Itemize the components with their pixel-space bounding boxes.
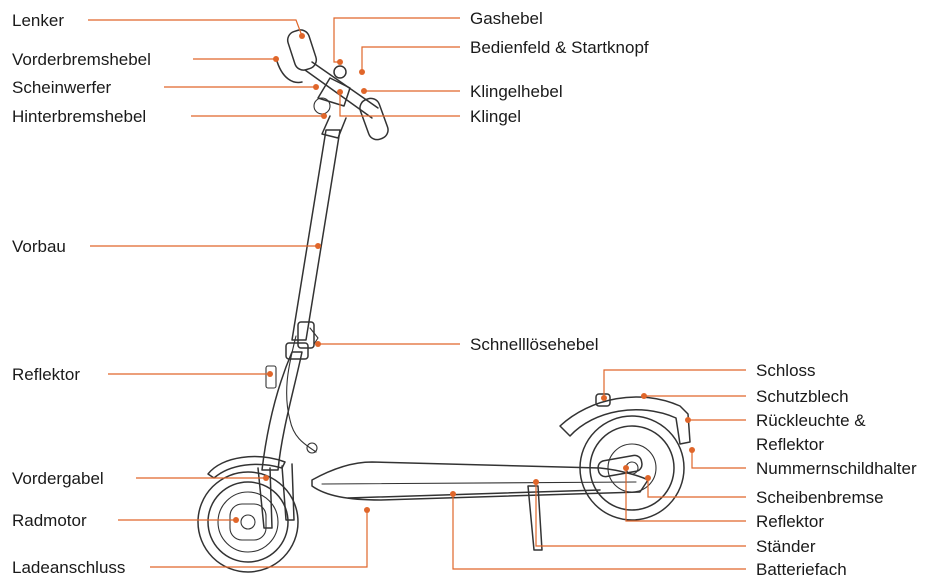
- leader-dot-batteriefach: [450, 491, 456, 497]
- leader-dot-radmotor: [233, 517, 239, 523]
- leader-reflektor-rear: [625, 468, 746, 522]
- leader-dot-scheinwerfer: [313, 84, 319, 90]
- label-staender: Ständer: [756, 537, 816, 556]
- leader-dot-vordergabel: [263, 475, 269, 481]
- label-klingelhebel: Klingelhebel: [470, 82, 563, 101]
- leader-dot-staender: [533, 479, 539, 485]
- leader-klingel: [339, 92, 460, 117]
- leader-dot-nummernschildhalter: [689, 447, 695, 453]
- leader-bedienfeld: [361, 46, 460, 72]
- label-gashebel: Gashebel: [470, 9, 543, 28]
- leader-staender: [535, 482, 746, 547]
- leader-lines-right: [315, 17, 746, 570]
- leader-dot-rueckleuchte: [685, 417, 691, 423]
- label-reflektor-rear: Reflektor: [756, 512, 824, 531]
- leader-lenker: [88, 19, 303, 37]
- label-reflektor-front: Reflektor: [12, 365, 80, 384]
- head-tube: [261, 351, 303, 471]
- label-scheinwerfer: Scheinwerfer: [12, 78, 112, 97]
- leader-ladeanschluss: [150, 510, 368, 568]
- label-vorderbremshebel: Vorderbremshebel: [12, 50, 151, 69]
- rear-fender-drawing: [559, 396, 691, 445]
- leader-dot-schnellloesehebel: [315, 341, 321, 347]
- front-fender: [207, 455, 286, 479]
- front-fork-drawing: [257, 463, 295, 529]
- label-ladeanschluss: Ladeanschluss: [12, 558, 125, 577]
- scooter-illustration: [197, 29, 691, 573]
- label-schnellloesehebel: Schnelllösehebel: [470, 335, 599, 354]
- leader-dot-schloss: [601, 395, 607, 401]
- leader-dot-reflektor-front: [267, 371, 273, 377]
- label-lenker: Lenker: [12, 11, 64, 30]
- label-rueckleuchte-line1: Rückleuchte &: [756, 411, 866, 430]
- leader-dot-bedienfeld: [359, 69, 365, 75]
- rear-wheel: [579, 415, 685, 521]
- stem-drawing: [291, 129, 341, 341]
- leader-batteriefach: [452, 494, 746, 570]
- leader-dot-vorderbremshebel: [273, 56, 279, 62]
- label-hinterbremshebel: Hinterbremshebel: [12, 107, 146, 126]
- leader-dot-schutzblech: [641, 393, 647, 399]
- label-radmotor: Radmotor: [12, 511, 87, 530]
- leader-dot-klingelhebel: [361, 88, 367, 94]
- labels-right: Gashebel Bedienfeld & Startknopf Klingel…: [470, 9, 917, 579]
- labels-left: Lenker Vorderbremshebel Scheinwerfer Hin…: [12, 11, 151, 577]
- leader-dot-ladeanschluss: [364, 507, 370, 513]
- leader-dot-scheibenbremse: [645, 475, 651, 481]
- front-wheel: [197, 471, 299, 573]
- kickstand-drawing: [527, 485, 543, 551]
- handlebar-drawing: [275, 29, 389, 141]
- label-schutzblech: Schutzblech: [756, 387, 849, 406]
- leader-lines-left: [88, 19, 370, 568]
- leader-gashebel: [333, 17, 460, 63]
- leader-dot-lenker: [299, 33, 305, 39]
- leader-dot-reflektor-rear: [623, 465, 629, 471]
- label-schloss: Schloss: [756, 361, 816, 380]
- label-vordergabel: Vordergabel: [12, 469, 104, 488]
- deck-drawing: [311, 461, 649, 501]
- leader-nummernschildhalter: [691, 450, 746, 469]
- leader-dot-vorbau: [315, 243, 321, 249]
- label-klingel: Klingel: [470, 107, 521, 126]
- label-nummernschildhalter: Nummernschildhalter: [756, 459, 917, 478]
- leader-dot-klingel: [337, 89, 343, 95]
- label-scheibenbremse: Scheibenbremse: [756, 488, 884, 507]
- label-bedienfeld: Bedienfeld & Startknopf: [470, 38, 649, 57]
- leader-dot-gashebel: [337, 59, 343, 65]
- leader-scheibenbremse: [647, 478, 746, 498]
- leader-schloss: [603, 369, 746, 398]
- label-vorbau: Vorbau: [12, 237, 66, 256]
- label-batteriefach: Batteriefach: [756, 560, 847, 579]
- leader-dot-hinterbremshebel: [321, 113, 327, 119]
- label-rueckleuchte-line2: Reflektor: [756, 435, 824, 454]
